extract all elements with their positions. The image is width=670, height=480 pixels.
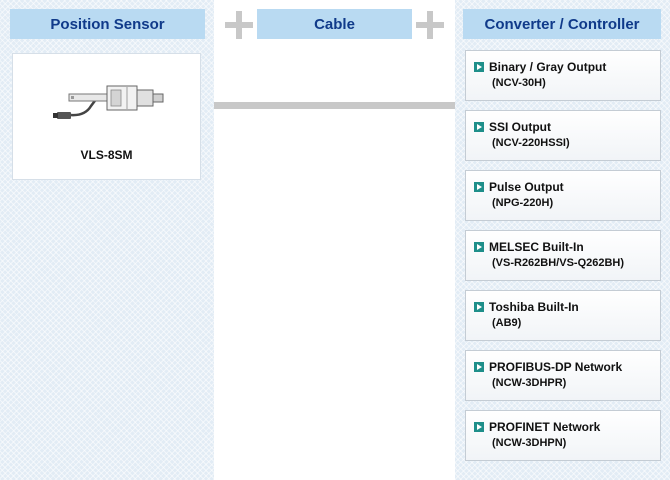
converter-card-pulse[interactable]: Pulse Output (NPG-220H)	[465, 170, 661, 221]
arrow-right-icon	[474, 242, 484, 252]
sensor-card[interactable]: VLS-8SM	[12, 53, 201, 180]
position-sensor-header: Position Sensor	[10, 9, 205, 39]
converter-card-melsec[interactable]: MELSEC Built-In (VS-R262BH/VS-Q262BH)	[465, 230, 661, 281]
converter-title: Pulse Output	[489, 180, 564, 194]
converter-model: (NPG-220H)	[492, 197, 553, 209]
arrow-right-icon	[474, 422, 484, 432]
converter-title: MELSEC Built-In	[489, 240, 584, 254]
arrow-right-icon	[474, 302, 484, 312]
converter-controller-header: Converter / Controller	[463, 9, 661, 39]
converter-card-profinet[interactable]: PROFINET Network (NCW-3DHPN)	[465, 410, 661, 461]
converter-model: (NCV-30H)	[492, 77, 546, 89]
arrow-right-icon	[474, 122, 484, 132]
sensor-model-label: VLS-8SM	[13, 148, 200, 162]
converter-title: SSI Output	[489, 120, 551, 134]
converter-model: (NCV-220HSSI)	[492, 137, 570, 149]
position-sensor-image	[53, 76, 165, 128]
plus-icon	[225, 11, 253, 39]
arrow-right-icon	[474, 362, 484, 372]
converter-card-profibus[interactable]: PROFIBUS-DP Network (NCW-3DHPR)	[465, 350, 661, 401]
converter-card-ssi[interactable]: SSI Output (NCV-220HSSI)	[465, 110, 661, 161]
converter-title: Toshiba Built-In	[489, 300, 579, 314]
arrow-right-icon	[474, 62, 484, 72]
converter-title: PROFIBUS-DP Network	[489, 360, 622, 374]
converter-card-toshiba[interactable]: Toshiba Built-In (AB9)	[465, 290, 661, 341]
converter-model: (NCW-3DHPN)	[492, 437, 566, 449]
cable-header: Cable	[257, 9, 412, 39]
converter-title: Binary / Gray Output	[489, 60, 606, 74]
converter-title: PROFINET Network	[489, 420, 600, 434]
plus-icon	[416, 11, 444, 39]
converter-model: (NCW-3DHPR)	[492, 377, 566, 389]
arrow-right-icon	[474, 182, 484, 192]
converter-model: (VS-R262BH/VS-Q262BH)	[492, 257, 624, 269]
converter-model: (AB9)	[492, 317, 521, 329]
cable-connector-line	[214, 102, 455, 109]
converter-card-binary-gray[interactable]: Binary / Gray Output (NCV-30H)	[465, 50, 661, 101]
